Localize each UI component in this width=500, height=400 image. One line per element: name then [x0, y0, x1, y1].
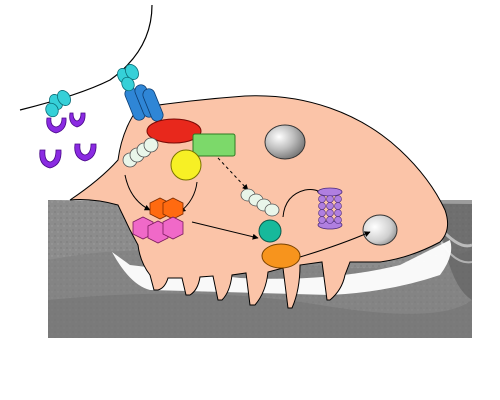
vesicle-icon-2: [362, 214, 398, 246]
green-kinase-icon: [192, 133, 236, 157]
main-receptor-icon: [117, 64, 164, 122]
ligand-icon: [39, 112, 97, 169]
yellow-protein-icon: [170, 149, 202, 181]
vesicle-icon: [264, 124, 306, 160]
hexagon-complex-icon: [132, 197, 184, 244]
teal-protein-icon: [258, 219, 282, 243]
orange-protein-icon: [261, 243, 301, 269]
receptor-icon: [45, 90, 71, 118]
ion-channel-icon: [317, 187, 343, 230]
bead-chain-left: [122, 137, 159, 168]
red-adaptor-icon: [146, 118, 202, 144]
bead-chain-middle: [240, 188, 280, 217]
